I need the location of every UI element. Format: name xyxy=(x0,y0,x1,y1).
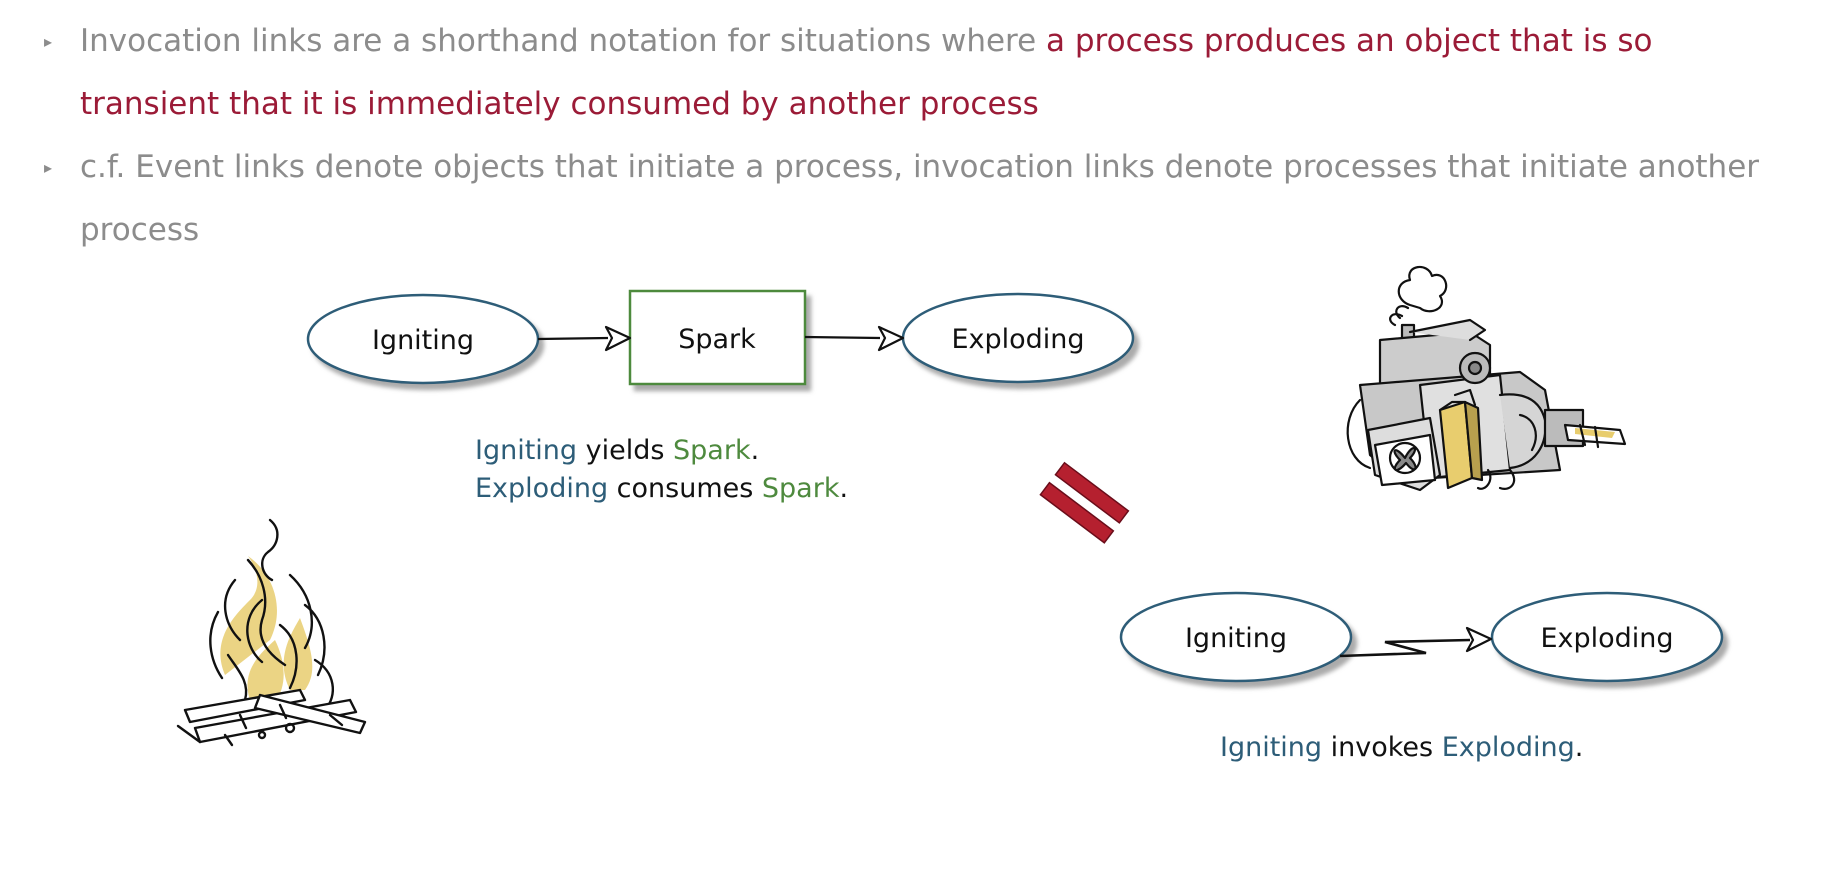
process-exploding[interactable]: Exploding xyxy=(1490,591,1724,683)
bullet-event-links: ▸ c.f. Event links denote objects that i… xyxy=(40,136,1800,262)
bullet-text: c.f. Event links denote objects that ini… xyxy=(80,149,1760,248)
process-igniting[interactable]: Igniting xyxy=(1119,591,1353,683)
bullet-invocation-links: ▸ Invocation links are a shorthand notat… xyxy=(40,10,1800,136)
opl-process: Igniting xyxy=(1220,732,1323,763)
opl-object: Spark xyxy=(761,473,840,504)
right-diagram: Igniting Exploding xyxy=(1119,591,1724,683)
process-label: Exploding xyxy=(1540,623,1673,654)
opl-object: Spark xyxy=(673,435,751,466)
object-label: Spark xyxy=(678,324,756,355)
bullet-list: ▸ Invocation links are a shorthand notat… xyxy=(40,10,1800,262)
opl-process: Exploding xyxy=(1441,732,1575,763)
opl-right: Igniting invokes Exploding. xyxy=(1220,729,1583,767)
process-label: Igniting xyxy=(1185,623,1287,654)
bullet-marker-icon: ▸ xyxy=(44,32,53,51)
equals-sign-icon xyxy=(1039,461,1130,544)
invocation-link[interactable] xyxy=(1339,626,1493,658)
opl-process: Exploding xyxy=(475,473,609,504)
opl-sentence: Igniting yields Spark. xyxy=(475,432,848,470)
campfire-illustration xyxy=(176,518,367,747)
opl-period: . xyxy=(750,435,760,466)
opl-sentence: Exploding consumes Spark. xyxy=(475,470,848,508)
process-label: Exploding xyxy=(951,324,1084,355)
bullet-text: Invocation links are a shorthand notatio… xyxy=(80,23,1047,59)
bullet-marker-icon: ▸ xyxy=(44,158,53,177)
result-link[interactable] xyxy=(537,325,632,352)
left-diagram: Igniting Spark Exploding xyxy=(306,289,1135,386)
bullet-highlight: a process produces an object that is so … xyxy=(80,23,1653,122)
process-label: Igniting xyxy=(372,325,474,356)
opl-left: Igniting yields Spark. Exploding consume… xyxy=(475,432,848,508)
process-igniting[interactable]: Igniting xyxy=(306,293,540,385)
opl-verb: consumes xyxy=(608,473,762,504)
opl-verb: yields xyxy=(577,435,674,466)
opl-period: . xyxy=(839,473,849,504)
engine-illustration xyxy=(1346,266,1627,492)
process-exploding[interactable]: Exploding xyxy=(901,292,1135,384)
opl-period: . xyxy=(1574,732,1584,763)
consumption-link[interactable] xyxy=(804,325,905,352)
object-spark[interactable]: Spark xyxy=(628,289,807,386)
opl-process: Igniting xyxy=(475,435,578,466)
opl-verb: invokes xyxy=(1322,732,1442,763)
